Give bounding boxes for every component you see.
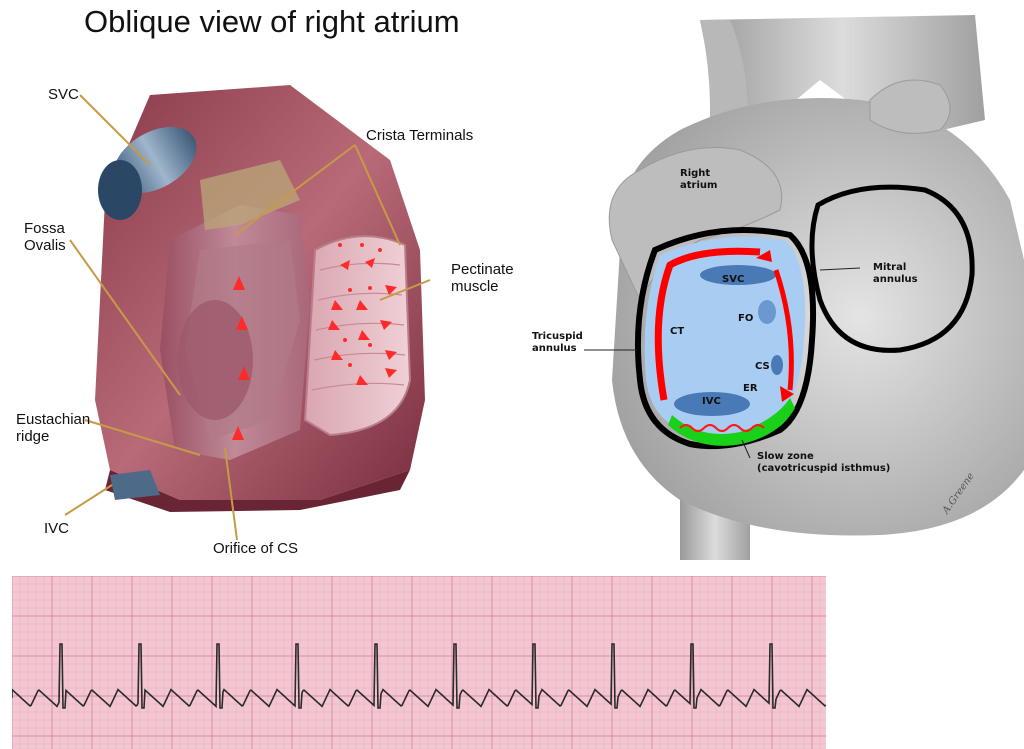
label-mitral-annulus: Mitral annulus: [873, 262, 918, 286]
label-right-atrium: Right atrium: [680, 168, 717, 192]
label-cs: CS: [755, 361, 770, 373]
label-er: ER: [743, 383, 758, 395]
label-fo: FO: [738, 313, 753, 325]
cs-opening: [771, 355, 783, 375]
fo-opening: [758, 300, 776, 324]
ecg-paper: [12, 576, 826, 749]
label-ivc-right: IVC: [702, 396, 721, 408]
ecg-strip: [12, 576, 826, 749]
label-tricuspid-annulus: Tricuspid annulus: [532, 331, 583, 355]
label-svc-right: SVC: [722, 274, 744, 286]
label-ct: CT: [670, 326, 684, 338]
label-slow-zone: Slow zone (cavotricuspid isthmus): [757, 451, 890, 475]
flutter-circuit-diagram: [0, 0, 1024, 570]
